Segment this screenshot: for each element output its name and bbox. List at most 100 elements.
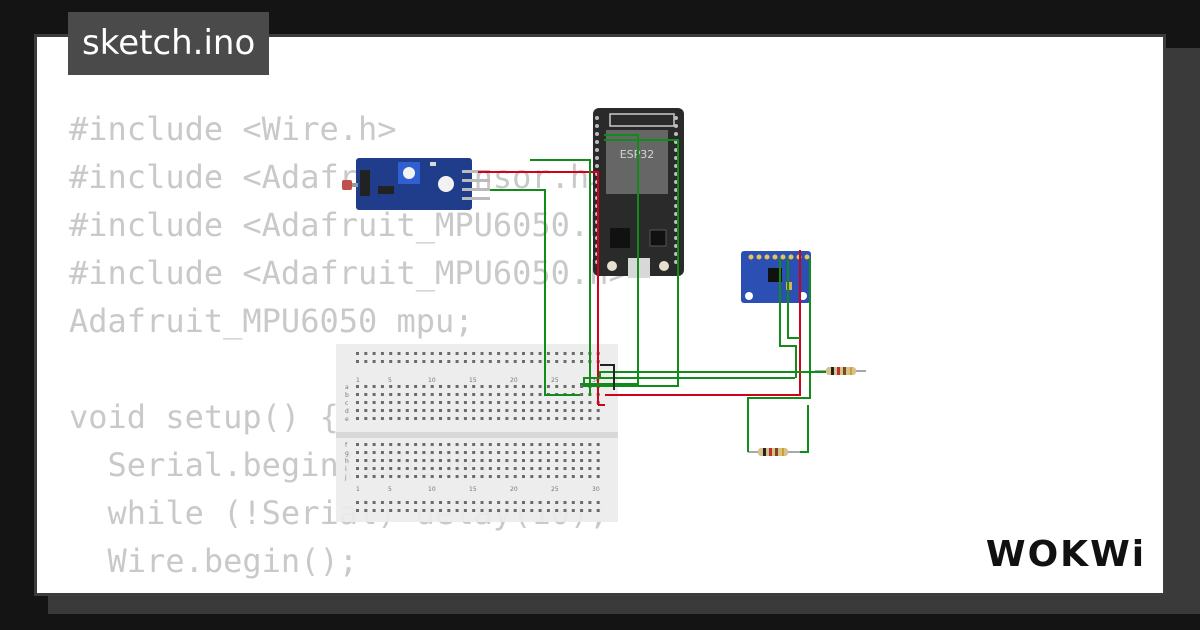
- breadboard-hole: [538, 451, 542, 454]
- wire-green[interactable]: [599, 371, 826, 378]
- breadboard-hole: [414, 443, 418, 446]
- wire-green[interactable]: [779, 258, 797, 378]
- breadboard-hole: [463, 443, 467, 446]
- breadboard-hole: [364, 409, 368, 412]
- breadboard-hole: [439, 393, 442, 396]
- breadboard-hole: [538, 393, 542, 396]
- breadboard-hole: [472, 509, 476, 512]
- breadboard-hole: [380, 417, 384, 420]
- breadboard-hole: [380, 509, 384, 512]
- breadboard-hole: [356, 409, 359, 412]
- breadboard-hole: [380, 393, 384, 396]
- esp32-pin: [595, 124, 599, 128]
- breadboard-hole: [414, 385, 418, 388]
- breadboard-hole: [389, 401, 393, 404]
- breadboard-hole: [439, 443, 442, 446]
- resistor-2[interactable]: [748, 448, 800, 456]
- breadboard-hole: [505, 417, 509, 420]
- breadboard-hole: [546, 451, 550, 454]
- breadboard-hole: [463, 459, 467, 462]
- breadboard-hole: [430, 409, 434, 412]
- breadboard-hole: [571, 401, 575, 404]
- breadboard-hole: [422, 451, 426, 454]
- code-line: #include <Wire.h>: [69, 110, 397, 148]
- file-tab[interactable]: sketch.ino: [68, 12, 270, 75]
- row-label: b: [345, 392, 349, 399]
- wire-green[interactable]: [490, 189, 580, 396]
- breadboard-hole: [414, 467, 418, 470]
- breadboard-hole: [380, 443, 384, 446]
- breadboard-hole: [472, 501, 476, 504]
- breadboard-hole: [522, 360, 525, 363]
- breadboard-hole: [505, 509, 509, 512]
- breadboard-hole: [380, 501, 384, 504]
- breadboard-hole: [530, 352, 534, 355]
- breadboard-hole: [480, 352, 484, 355]
- breadboard-hole: [422, 352, 426, 355]
- wire-green[interactable]: [583, 139, 795, 387]
- mpu6050-pin: [764, 254, 770, 260]
- breadboard[interactable]: 1 5 10 15 20 25 30 1 5 10 15 20 25 30 a …: [336, 344, 618, 522]
- esp32-pin: [595, 156, 599, 160]
- breadboard-hole: [414, 501, 418, 504]
- breadboard-hole: [356, 475, 359, 478]
- breadboard-hole: [555, 475, 559, 478]
- breadboard-hole: [405, 401, 409, 404]
- breadboard-hole: [563, 409, 567, 412]
- breadboard-hole: [538, 360, 542, 363]
- breadboard-hole: [439, 509, 442, 512]
- ldr-sensor-module[interactable]: [342, 158, 490, 210]
- breadboard-hole: [463, 509, 467, 512]
- breadboard-hole: [430, 459, 434, 462]
- breadboard-hole: [497, 459, 501, 462]
- wire-red[interactable]: [605, 250, 801, 396]
- breadboard-hole: [538, 417, 542, 420]
- breadboard-hole: [596, 451, 600, 454]
- column-label: 5: [388, 486, 392, 493]
- breadboard-hole: [596, 509, 600, 512]
- wire-green[interactable]: [800, 405, 809, 453]
- breadboard-hole: [480, 467, 484, 470]
- breadboard-hole: [488, 417, 492, 420]
- breadboard-hole: [480, 401, 484, 404]
- breadboard-hole: [546, 352, 550, 355]
- breadboard-hole: [555, 401, 559, 404]
- wire-black[interactable]: [600, 364, 615, 390]
- breadboard-hole: [439, 451, 442, 454]
- breadboard-hole: [588, 401, 592, 404]
- breadboard-hole: [546, 409, 550, 412]
- wire-green[interactable]: [580, 134, 639, 385]
- wire-green[interactable]: [530, 159, 591, 396]
- breadboard-hole: [405, 451, 409, 454]
- breadboard-hole: [505, 459, 509, 462]
- column-label: 30: [592, 486, 600, 493]
- breadboard-hole: [571, 451, 575, 454]
- breadboard-hole: [447, 352, 451, 355]
- breadboard-hole: [397, 475, 401, 478]
- breadboard-hole: [497, 475, 501, 478]
- breadboard-hole: [447, 509, 451, 512]
- wire-green[interactable]: [747, 258, 811, 452]
- breadboard-hole: [580, 417, 584, 420]
- breadboard-hole: [447, 459, 451, 462]
- breadboard-hole: [522, 385, 525, 388]
- breadboard-hole: [414, 509, 418, 512]
- breadboard-hole: [555, 451, 559, 454]
- breadboard-hole: [546, 509, 550, 512]
- breadboard-hole: [364, 360, 368, 363]
- breadboard-hole: [405, 417, 409, 420]
- wire-green[interactable]: [787, 258, 800, 339]
- breadboard-hole: [397, 501, 401, 504]
- breadboard-hole: [397, 451, 401, 454]
- breadboard-hole: [563, 443, 567, 446]
- wokwi-logo[interactable]: WOKWi: [976, 528, 1156, 578]
- breadboard-hole: [596, 459, 600, 462]
- wire-red[interactable]: [478, 171, 599, 405]
- breadboard-hole: [397, 401, 401, 404]
- breadboard-hole: [422, 385, 426, 388]
- breadboard-hole: [488, 443, 492, 446]
- breadboard-hole: [463, 467, 467, 470]
- breadboard-hole: [588, 501, 592, 504]
- breadboard-hole: [389, 501, 393, 504]
- breadboard-hole: [563, 360, 567, 363]
